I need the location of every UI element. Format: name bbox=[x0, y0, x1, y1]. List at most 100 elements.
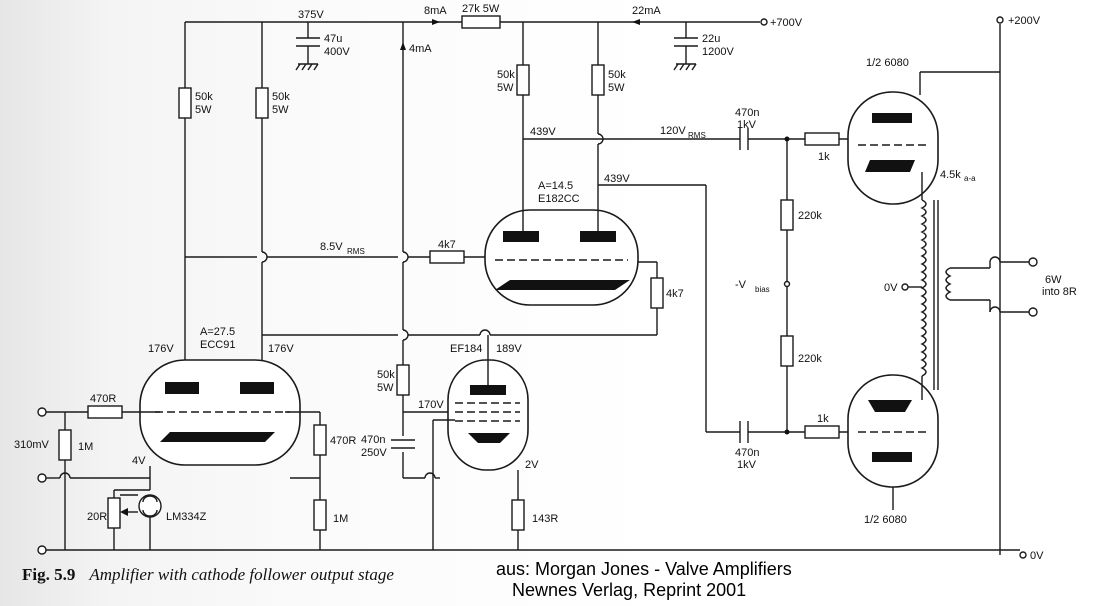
resistor-50k-d bbox=[516, 64, 530, 96]
label-e182cc: E182CC bbox=[538, 193, 580, 205]
resistor-1k-bottom bbox=[804, 425, 840, 439]
label-4ma: 4mA bbox=[409, 43, 432, 55]
terminal-vbias bbox=[783, 280, 791, 288]
label-176v-b: 176V bbox=[268, 343, 294, 355]
resistor-50k-e bbox=[591, 64, 605, 96]
label-250v: 250V bbox=[361, 447, 387, 459]
label-5w-b: 5W bbox=[272, 104, 289, 116]
ef184-supply-wire bbox=[402, 22, 440, 479]
label-ecc91: ECC91 bbox=[200, 339, 235, 351]
label-1k-bottom: 1k bbox=[817, 413, 829, 425]
label-vbias: -V bbox=[735, 279, 747, 291]
resistor-50k-c bbox=[396, 364, 410, 396]
label-4v: 4V bbox=[132, 455, 146, 467]
label-220k-top: 220k bbox=[798, 210, 822, 222]
terminal-0v-ct bbox=[901, 283, 909, 291]
resistor-1m-input bbox=[58, 429, 72, 461]
label-50k-a: 50k bbox=[195, 91, 213, 103]
label-22u: 22u bbox=[702, 33, 720, 45]
label-xfmr-unit: a-a bbox=[964, 174, 976, 183]
source-credit-line2: Newnes Verlag, Reprint 2001 bbox=[512, 580, 747, 600]
input-section bbox=[44, 411, 160, 550]
resistor-470r-input bbox=[87, 405, 123, 419]
source-credit-line1: aus: Morgan Jones - Valve Amplifiers bbox=[496, 559, 792, 579]
label-5w-e: 5W bbox=[608, 82, 625, 94]
label-85v-rms: RMS bbox=[347, 247, 365, 256]
resistor-27k bbox=[461, 15, 501, 29]
label-189v: 189V bbox=[496, 343, 522, 355]
terminal-200v bbox=[996, 16, 1004, 24]
current-arrow-4ma bbox=[400, 42, 406, 50]
label-6080-bottom: 1/2 6080 bbox=[864, 514, 907, 526]
node-bottom bbox=[784, 429, 790, 435]
label-gain-145: A=14.5 bbox=[538, 180, 573, 192]
label-50k-c: 50k bbox=[377, 369, 395, 381]
figure-title: Amplifier with cathode follower output s… bbox=[89, 565, 394, 584]
tube-6080-bottom bbox=[847, 374, 939, 510]
coupling-capacitors bbox=[739, 128, 805, 443]
e182cc-anode-wires bbox=[522, 22, 740, 433]
label-310mv: 310mV bbox=[14, 439, 50, 451]
label-4k7-grid: 4k7 bbox=[438, 239, 456, 251]
label-6080-top: 1/2 6080 bbox=[866, 57, 909, 69]
resistor-220k-top bbox=[780, 199, 794, 231]
resistor-20r bbox=[107, 497, 121, 529]
capacitor-470n-250v bbox=[391, 439, 415, 449]
resistor-50k-a bbox=[178, 87, 192, 119]
figure-number: Fig. 5.9 bbox=[22, 565, 76, 584]
label-0v-ct: 0V bbox=[884, 282, 898, 294]
output-terminal-hot bbox=[1028, 257, 1038, 267]
label-1kv-bottom: 1kV bbox=[737, 459, 757, 471]
label-50k-d: 50k bbox=[497, 69, 515, 81]
ecc91-anode-wires bbox=[184, 22, 268, 385]
label-1m-input: 1M bbox=[78, 441, 93, 453]
supply-rails bbox=[185, 21, 1001, 555]
label-5w-c: 5W bbox=[377, 382, 394, 394]
label-470n-top: 470n bbox=[735, 107, 759, 119]
label-27k: 27k 5W bbox=[462, 3, 500, 15]
resistor-143r bbox=[511, 499, 525, 531]
label-22ma: 22mA bbox=[632, 5, 661, 17]
label-6w: 6W bbox=[1045, 274, 1062, 286]
resistor-220k-bottom bbox=[780, 335, 794, 367]
label-375v: 375V bbox=[298, 9, 324, 21]
label-439v-a: 439V bbox=[530, 126, 556, 138]
label-lm334z: LM334Z bbox=[166, 511, 207, 523]
label-120v: 120V bbox=[660, 125, 686, 137]
label-xfmr: 4.5k bbox=[940, 169, 961, 181]
terminal-0v-left bbox=[37, 545, 47, 555]
label-200v: +200V bbox=[1008, 15, 1041, 27]
figure-caption: Fig. 5.9 Amplifier with cathode follower … bbox=[22, 565, 394, 585]
label-470n-bottom: 470n bbox=[735, 447, 759, 459]
label-470n-250: 470n bbox=[361, 434, 385, 446]
label-4k7-cathode: 4k7 bbox=[666, 288, 684, 300]
label-400v: 400V bbox=[324, 46, 350, 58]
resistor-1k-top bbox=[804, 132, 840, 146]
bias-network bbox=[786, 138, 860, 433]
label-8ma: 8mA bbox=[424, 5, 447, 17]
label-143r: 143R bbox=[532, 513, 558, 525]
label-ef184: EF184 bbox=[450, 343, 482, 355]
label-vbias-sub: bias bbox=[755, 285, 770, 294]
tube-e182cc bbox=[484, 209, 639, 306]
tube-ecc91 bbox=[139, 359, 301, 466]
label-gain-275: A=27.5 bbox=[200, 326, 235, 338]
label-1m-grid: 1M bbox=[333, 513, 348, 525]
label-into-8r: into 8R bbox=[1042, 286, 1077, 298]
label-439v-b: 439V bbox=[604, 173, 630, 185]
label-50k-b: 50k bbox=[272, 91, 290, 103]
label-700v: +700V bbox=[770, 17, 803, 29]
label-5w-a: 5W bbox=[195, 104, 212, 116]
label-20r: 20R bbox=[87, 511, 107, 523]
resistor-50k-b bbox=[255, 87, 269, 119]
current-arrow-8ma bbox=[432, 19, 440, 25]
label-176v-a: 176V bbox=[148, 343, 174, 355]
label-1kv-top: 1kV bbox=[737, 119, 757, 131]
label-470r-grid: 470R bbox=[330, 435, 356, 447]
resistor-4k7-cathode bbox=[650, 277, 664, 309]
input-terminal-gnd bbox=[37, 473, 47, 483]
label-5w-d: 5W bbox=[497, 82, 514, 94]
cathode-wire-176v bbox=[262, 261, 658, 336]
label-220k-bottom: 220k bbox=[798, 353, 822, 365]
